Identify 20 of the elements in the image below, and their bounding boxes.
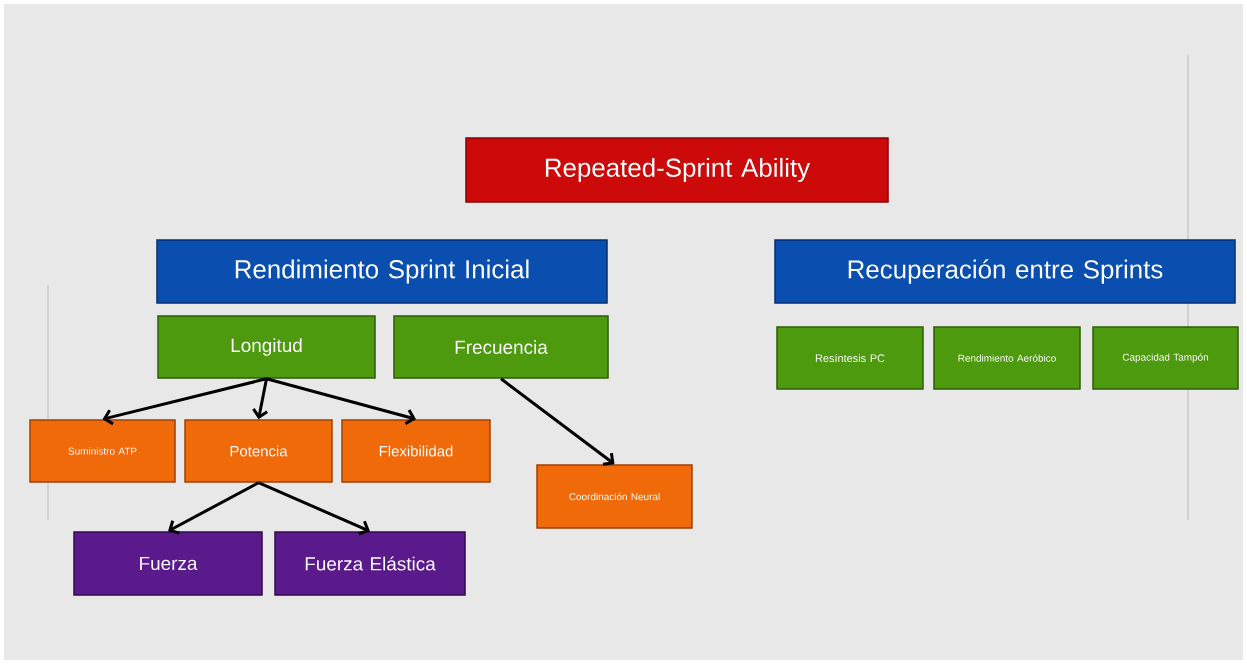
concept-box: Suministro ATP <box>29 419 176 483</box>
title-box: Repeated-Sprint Ability <box>465 137 889 203</box>
concept-box: Longitud <box>157 315 376 379</box>
arrow <box>102 377 267 426</box>
concept-box: Frecuencia <box>393 315 609 379</box>
concept-box: Fuerza <box>73 531 263 596</box>
concept-box: Capacidad Tampón <box>1092 326 1239 390</box>
arrow <box>252 378 268 420</box>
concept-box: Fuerza Elástica <box>274 531 466 596</box>
arrow <box>266 377 416 425</box>
concept-box: Coordinación Neural <box>536 464 693 529</box>
arrow <box>500 377 615 466</box>
arrow <box>168 481 260 535</box>
arrow <box>257 481 370 536</box>
category-box: Recuperación entre Sprints <box>774 239 1236 304</box>
concept-box: Potencia <box>184 419 333 483</box>
concept-box: Flexibilidad <box>341 419 491 483</box>
category-box: Rendimiento Sprint Inicial <box>156 239 608 304</box>
concept-box: Rendimiento Aeróbico <box>933 326 1081 390</box>
concept-box: Resíntesis PC <box>776 326 924 390</box>
